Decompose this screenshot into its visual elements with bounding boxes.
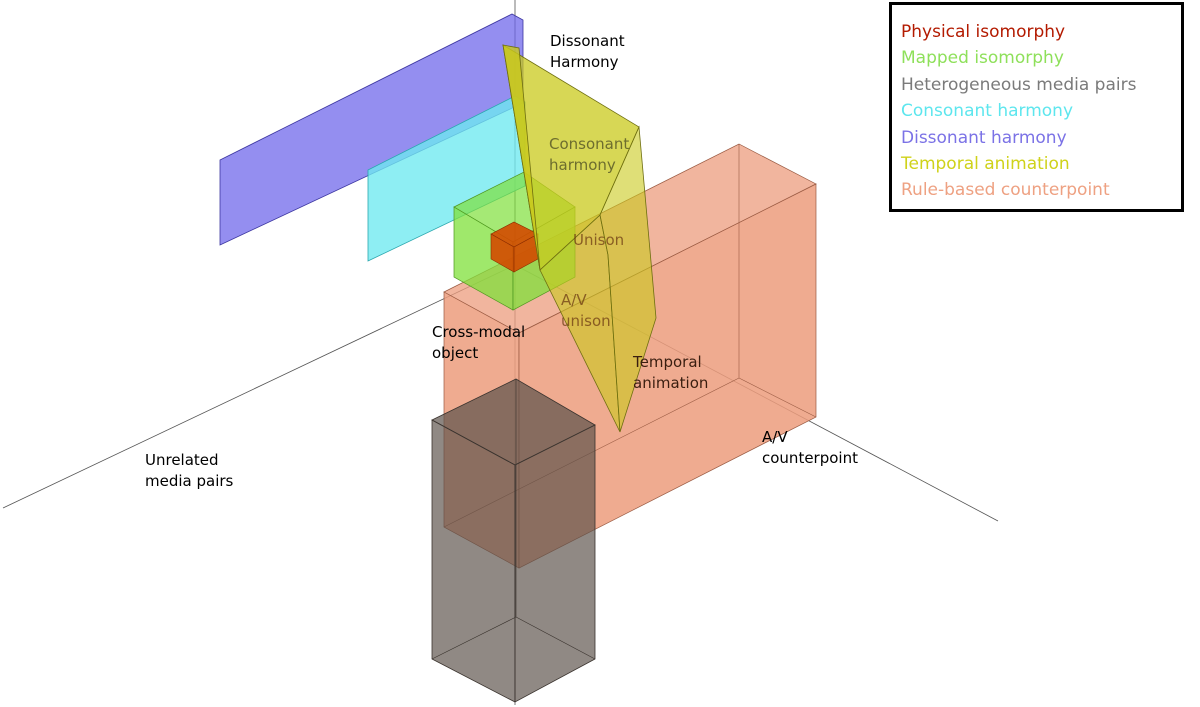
legend: Physical isomorphy Mapped isomorphy Hete… (889, 2, 1184, 212)
legend-item-rule-based-counterpoint: Rule-based counterpoint (901, 180, 1110, 201)
legend-item-mapped-isomorphy: Mapped isomorphy (901, 48, 1064, 69)
legend-item-heterogeneous-media-pairs: Heterogeneous media pairs (901, 74, 1137, 95)
legend-item-temporal-animation: Temporal animation (901, 154, 1070, 175)
heterogeneous-box (431, 378, 596, 703)
legend-item-consonant-harmony: Consonant harmony (901, 101, 1074, 122)
temporal-animation-prism (502, 44, 657, 433)
legend-item-physical-isomorphy: Physical isomorphy (901, 22, 1066, 42)
label-unison: Unison (573, 231, 625, 249)
left-axis (2, 264, 516, 509)
legend-item-dissonant-harmony: Dissonant harmony (901, 127, 1067, 148)
